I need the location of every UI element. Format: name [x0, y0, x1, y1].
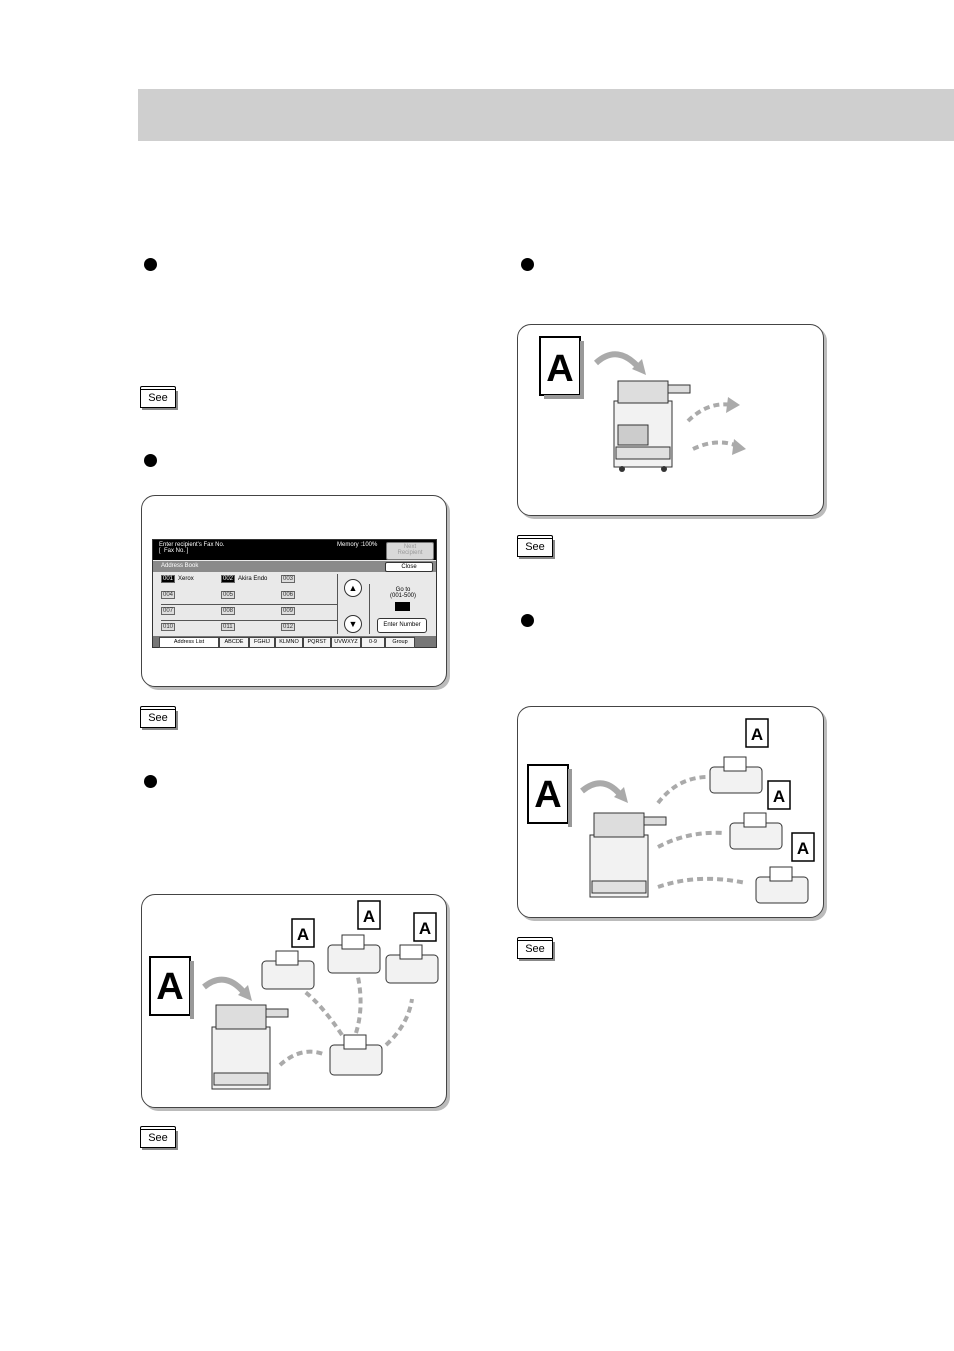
goto-number-field[interactable] — [395, 602, 410, 611]
next-recipient-button[interactable]: Next Recipient — [386, 542, 434, 560]
entry-number: 002 — [221, 575, 236, 583]
index-tab[interactable]: Group — [385, 637, 415, 648]
document-letter: A — [534, 774, 561, 816]
column-divider — [369, 584, 370, 634]
see-reference-badge: See — [140, 1126, 176, 1148]
entry-number: 010 — [161, 623, 176, 631]
document-letter: A — [773, 787, 785, 806]
bullet-icon — [144, 454, 157, 467]
document-letter: A — [797, 839, 809, 858]
entry-number: 012 — [281, 623, 296, 631]
scroll-up-icon[interactable]: ▲ — [344, 579, 362, 597]
address-book-bar: Address Book Close — [153, 561, 436, 572]
relay-broadcast-drawing: A A A A — [149, 900, 439, 1090]
fax-machine-icon — [327, 934, 381, 974]
multifunction-printer-icon — [613, 380, 691, 472]
entry-name: Akira Endo — [238, 576, 268, 582]
address-entry[interactable]: 008 — [221, 607, 238, 615]
address-entry[interactable]: 003 — [281, 575, 298, 583]
address-entry[interactable]: 012 — [281, 623, 298, 631]
address-entry[interactable]: 011 — [221, 623, 238, 631]
row-divider — [161, 604, 337, 605]
single-transmission-drawing: A — [539, 336, 746, 472]
address-book-title: Address Book — [161, 563, 199, 569]
see-reference-badge: See — [140, 706, 176, 728]
index-tab[interactable]: ABCDE — [219, 637, 249, 648]
entry-number: 006 — [281, 591, 296, 599]
single-transmission-illustration: A — [517, 324, 824, 516]
fax-machine-icon — [709, 756, 763, 794]
address-entry[interactable]: 007 — [161, 607, 178, 615]
chapter-header-band — [138, 89, 954, 141]
address-entry[interactable]: 010 — [161, 623, 178, 631]
entry-number: 009 — [281, 607, 296, 615]
fax-machine-icon — [385, 944, 439, 984]
see-reference-badge: See — [517, 937, 553, 959]
relay-fax-machine-icon — [329, 1034, 383, 1076]
index-tab[interactable]: KLMNO — [275, 637, 303, 648]
bullet-icon — [144, 775, 157, 788]
screen-top-bar: Enter recipient's Fax No. [ Fax No. ] Me… — [153, 540, 436, 560]
index-tab[interactable]: 0-9 — [361, 637, 385, 648]
document-letter: A — [546, 348, 573, 390]
document-letter: A — [297, 925, 309, 944]
broadcast-drawing: A A A A — [527, 718, 815, 904]
document-letter: A — [419, 919, 431, 938]
index-tab[interactable]: FGHIJ — [249, 637, 275, 648]
document-letter: A — [363, 907, 375, 926]
index-tab[interactable]: PQRST — [303, 637, 331, 648]
entry-number: 007 — [161, 607, 176, 615]
index-tab[interactable]: Address List — [159, 637, 219, 648]
broadcast-illustration: A A A A — [517, 706, 824, 918]
address-entry[interactable]: 009 — [281, 607, 298, 615]
entry-name: Xerox — [178, 576, 194, 582]
goto-label: Go to (001-500) — [389, 587, 416, 599]
close-button[interactable]: Close — [385, 562, 433, 572]
entry-number: 001 — [161, 575, 176, 583]
fax-machine-icon — [729, 812, 783, 850]
fax-number-prompt: Enter recipient's Fax No. [ Fax No. ] — [159, 542, 225, 554]
scroll-down-icon[interactable]: ▼ — [344, 615, 362, 633]
see-reference-badge: See — [140, 386, 176, 408]
memory-indicator: Memory :100% — [337, 542, 378, 548]
entry-number: 011 — [221, 623, 235, 631]
bullet-icon — [144, 258, 157, 271]
index-tab[interactable]: UVWXYZ — [331, 637, 361, 648]
document-letter: A — [751, 725, 763, 744]
fax-machine-icon — [755, 866, 809, 904]
multifunction-printer-icon — [589, 812, 667, 898]
fax-machine-icon — [261, 950, 315, 990]
entry-number: 008 — [221, 607, 236, 615]
address-entry[interactable]: 004 — [161, 591, 178, 599]
address-book-screen: Enter recipient's Fax No. [ Fax No. ] Me… — [152, 539, 437, 648]
row-divider — [161, 620, 337, 621]
bullet-icon — [521, 258, 534, 271]
see-reference-badge: See — [517, 535, 553, 557]
document-letter: A — [156, 966, 183, 1008]
entry-number: 004 — [161, 591, 176, 599]
bullet-icon — [521, 614, 534, 627]
address-entry[interactable]: 005 — [221, 591, 238, 599]
entry-number: 005 — [221, 591, 236, 599]
multifunction-printer-icon — [211, 1004, 289, 1090]
enter-number-button[interactable]: Enter Number — [377, 618, 427, 633]
entry-number: 003 — [281, 575, 296, 583]
relay-broadcast-illustration: A A A A — [141, 894, 447, 1108]
address-entry[interactable]: 006 — [281, 591, 298, 599]
column-divider — [337, 574, 338, 634]
